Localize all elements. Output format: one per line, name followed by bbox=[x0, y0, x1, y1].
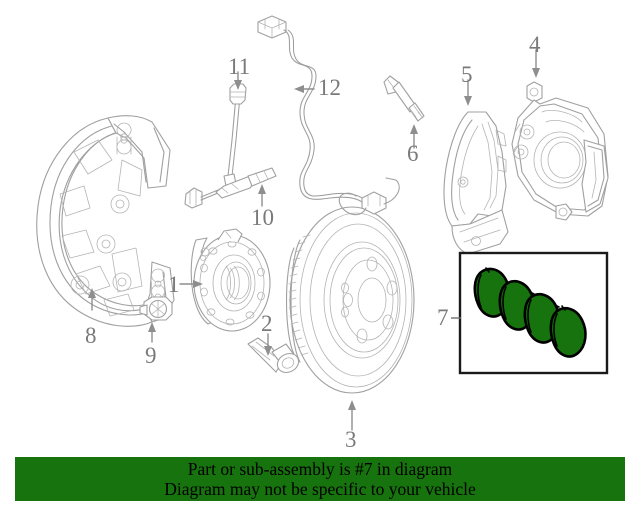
part-caliper-bracket bbox=[443, 111, 509, 255]
notice-banner: Part or sub-assembly is #7 in diagram Di… bbox=[15, 457, 625, 501]
part-dust-shield-bolt bbox=[139, 296, 173, 321]
part-wheel-hub bbox=[190, 228, 271, 332]
part-dust-shield bbox=[36, 115, 175, 327]
callout-label-6: 6 bbox=[407, 141, 419, 166]
notice-banner-line-2: Diagram may not be specific to your vehi… bbox=[164, 479, 476, 499]
part-brake-pad-set-box bbox=[458, 251, 609, 375]
callout-label-5: 5 bbox=[461, 62, 473, 87]
notice-banner-line-1: Part or sub-assembly is #7 in diagram bbox=[187, 459, 453, 479]
callout-label-10: 10 bbox=[251, 205, 274, 230]
part-wear-sensor-harness bbox=[184, 15, 400, 216]
part-caliper-bolt bbox=[383, 75, 425, 122]
callout-label-9: 9 bbox=[145, 343, 157, 368]
brake-pad-4 bbox=[549, 305, 587, 358]
callout-label-1: 1 bbox=[168, 272, 180, 297]
part-brake-caliper bbox=[511, 81, 609, 221]
callout-label-4: 4 bbox=[529, 32, 541, 57]
part-brake-rotor bbox=[286, 206, 415, 394]
callout-label-3: 3 bbox=[345, 427, 357, 452]
callout-leaders bbox=[88, 49, 540, 431]
callout-label-12: 12 bbox=[318, 75, 341, 100]
callout-label-8: 8 bbox=[85, 323, 97, 348]
callout-label-7: 7 bbox=[437, 305, 449, 330]
part-hub-bolt bbox=[247, 337, 300, 374]
callout-label-11: 11 bbox=[228, 54, 251, 79]
callout-label-2: 2 bbox=[261, 311, 273, 336]
